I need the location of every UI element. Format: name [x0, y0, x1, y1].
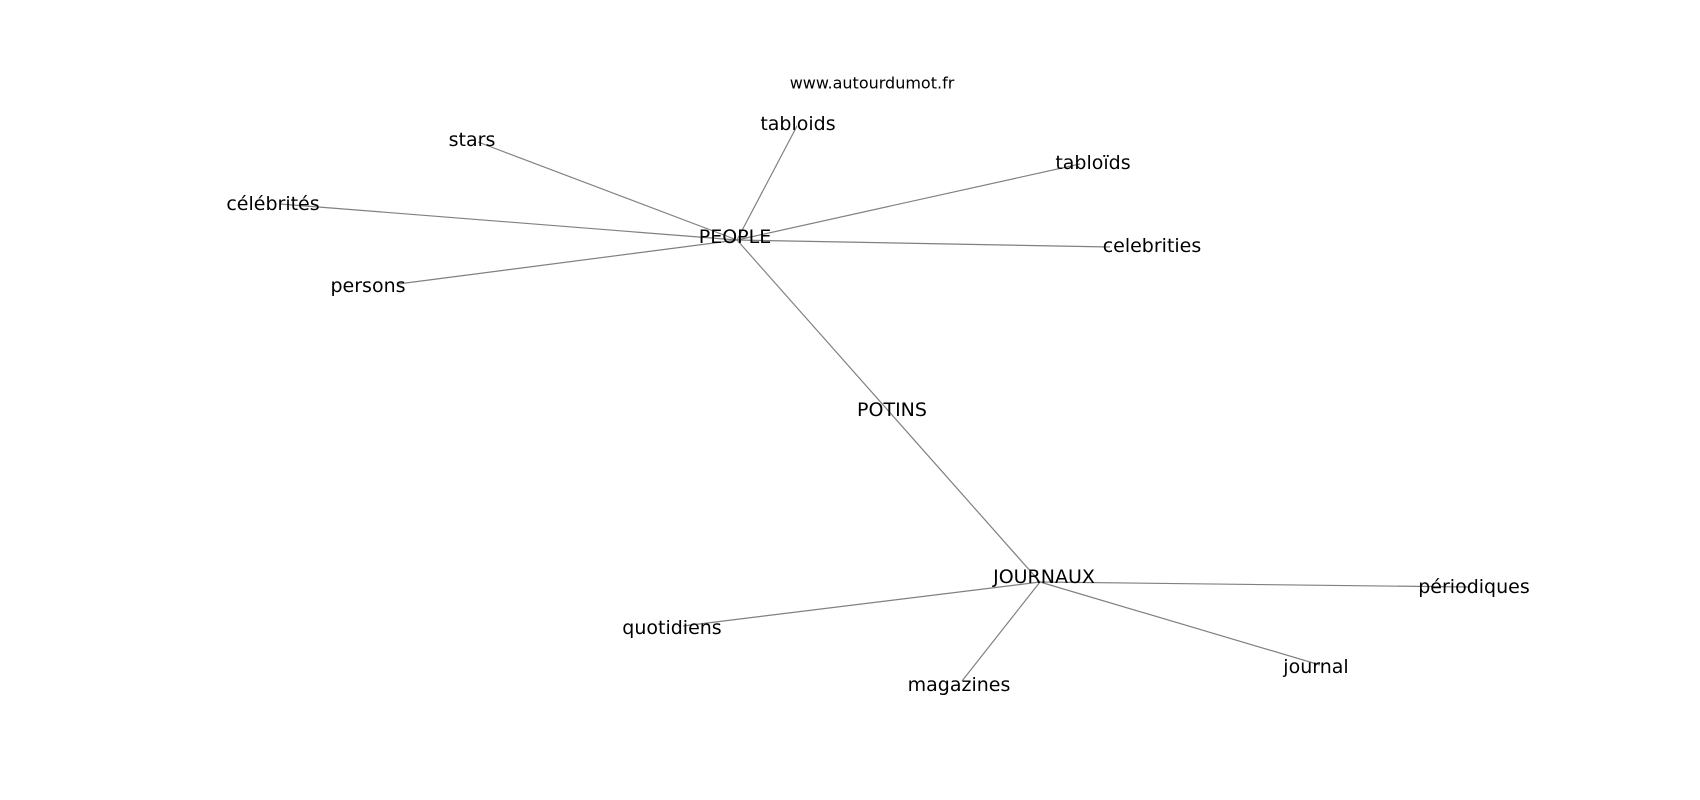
edge-people-stars	[477, 141, 738, 241]
node-journal[interactable]: journal	[1282, 656, 1348, 678]
node-quotidiens[interactable]: quotidiens	[622, 617, 721, 639]
edge-layer	[279, 125, 1471, 682]
edge-people-journaux	[736, 239, 1041, 583]
edge-people-celebrities	[736, 239, 1111, 248]
edge-people-tabloids2	[736, 163, 1081, 241]
node-journaux[interactable]: JOURNAUX	[992, 566, 1095, 588]
node-layer: POTINS PEOPLE JOURNAUX stars tabloids ta…	[226, 113, 1529, 696]
node-persons[interactable]: persons	[330, 275, 405, 297]
edge-people-tabloids	[736, 125, 798, 241]
node-stars[interactable]: stars	[449, 129, 496, 151]
edge-people-celebrites	[279, 203, 738, 241]
node-celebrities[interactable]: celebrities	[1103, 235, 1202, 257]
edge-journaux-periodiques	[1039, 581, 1471, 588]
edge-journaux-magazines	[961, 581, 1041, 682]
node-periodiques[interactable]: périodiques	[1418, 576, 1530, 598]
node-magazines[interactable]: magazines	[908, 674, 1011, 696]
watermark-text: www.autourdumot.fr	[790, 74, 955, 93]
node-potins[interactable]: POTINS	[857, 399, 927, 421]
edge-people-persons	[397, 239, 738, 285]
node-people[interactable]: PEOPLE	[699, 226, 771, 248]
node-tabloids[interactable]: tabloids	[760, 113, 835, 135]
node-celebrites[interactable]: célébrités	[226, 193, 319, 215]
edge-journaux-journal	[1039, 581, 1321, 666]
node-tabloids-diaeresis[interactable]: tabloïds	[1055, 152, 1130, 174]
edge-journaux-quotidiens	[682, 581, 1041, 627]
